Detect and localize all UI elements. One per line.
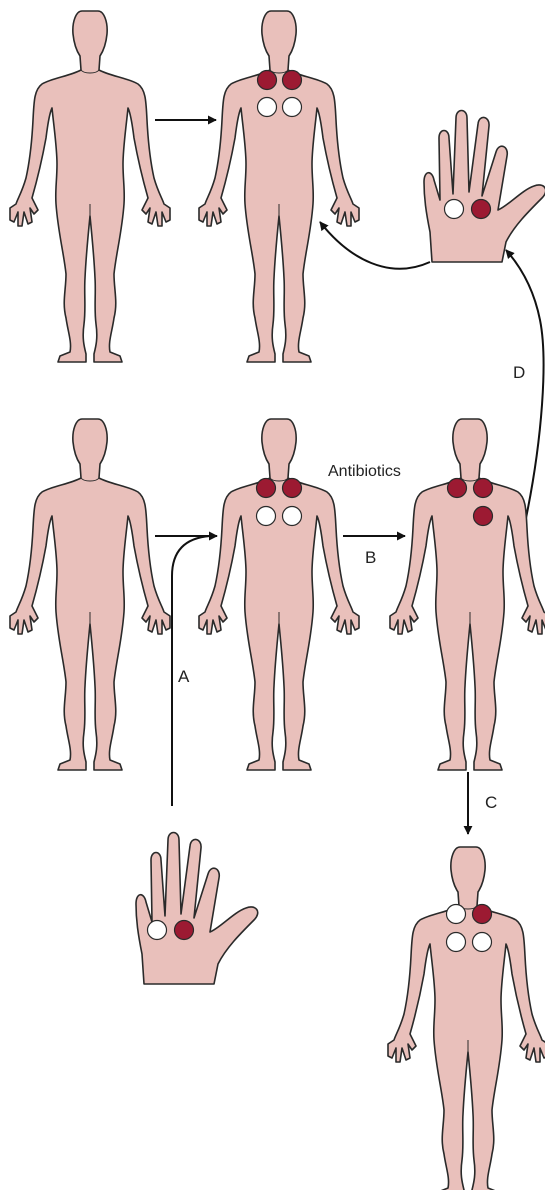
marker-negative [258,98,277,117]
figure-top-center-body [199,11,359,362]
marker-positive [283,71,302,90]
marker-positive [175,921,194,940]
marker-negative [473,933,492,952]
marker-negative [283,98,302,117]
marker-negative [447,933,466,952]
marker-positive [283,479,302,498]
figure-middle-right-body [390,419,545,770]
label-d: D [513,363,525,382]
marker-positive [448,479,467,498]
marker-positive [472,200,491,219]
label-antibiotics: Antibiotics [328,463,401,480]
marker-negative [283,507,302,526]
label-b: B [365,548,376,567]
marker-positive [473,905,492,924]
marker-positive [474,479,493,498]
marker-positive [474,507,493,526]
arrow-hand-to-body [320,222,430,269]
figure-top-left-body [10,11,170,362]
hand-bottom-left [136,833,258,985]
marker-positive [257,479,276,498]
marker-negative [447,905,466,924]
figure-bottom-right-body [388,847,545,1190]
arrow-d [506,250,544,518]
label-a: A [178,667,190,686]
figure-middle-left-body [10,419,170,770]
hand-top-right [424,111,545,263]
marker-negative [445,200,464,219]
marker-negative [257,507,276,526]
label-c: C [485,793,497,812]
marker-positive [258,71,277,90]
marker-negative [148,921,167,940]
